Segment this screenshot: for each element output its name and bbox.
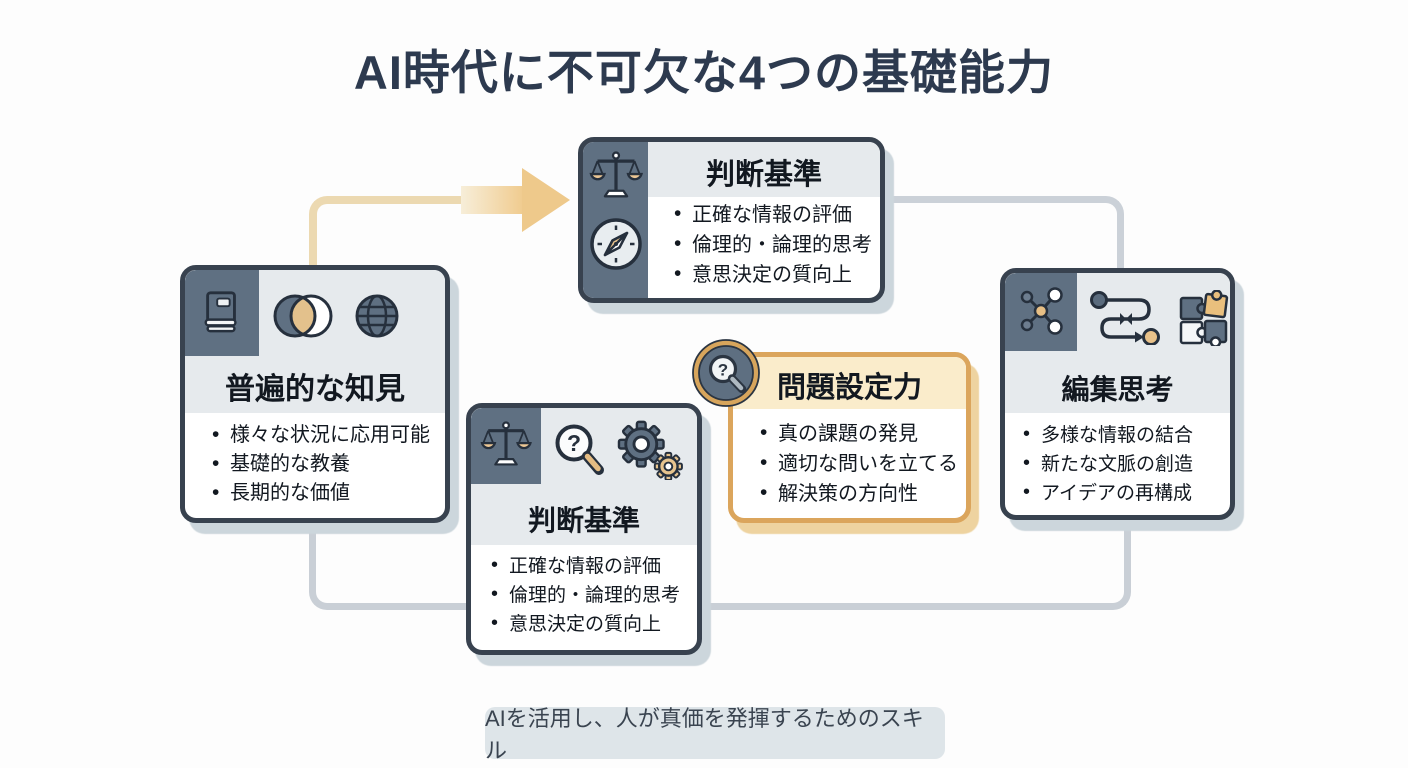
footer-note: AIを活用し、人が真価を発揮するためのスキル [485,706,945,763]
bullet-item: 多様な情報の結合 [1018,420,1193,450]
bullet-item: 正確な情報の評価 [669,199,872,230]
tan-arrow-body [461,186,524,214]
balance-scale-icon [480,420,532,473]
bullet-item: 倫理的・論理的思考 [669,229,872,260]
flow-icon [1089,290,1163,350]
magnifier-question-icon: ? [551,420,607,483]
bullet-item: 意思決定の質向上 [486,609,680,639]
card-universal-knowledge-bullets: 様々な状況に応用可能 基礎的な教養 長期的な価値 [207,420,430,508]
tan-connector-left [309,196,475,278]
card-universal-knowledge: 普遍的な知見 様々な状況に応用可能 基礎的な教養 長期的な価値 [180,265,450,523]
bullet-item: アイデアの再構成 [1018,478,1193,508]
card-judgment-mid-title: 判断基準 [527,505,640,536]
card-judgment-mid-bullets: 正確な情報の評価 倫理的・論理的思考 意思決定の質向上 [486,551,680,639]
svg-text:?: ? [718,361,728,380]
gray-connector-top-right [880,196,1124,277]
bullet-item: 意思決定の質向上 [669,259,872,290]
card-editorial-thinking: 編集思考 多様な情報の結合 新たな文脈の創造 アイデアの再構成 [1000,268,1235,520]
card-problem-setting-bullets: 真の課題の発見 適切な問いを立てる 解決策の方向性 [755,418,958,509]
card-judgment-top-bullets: 正確な情報の評価 倫理的・論理的思考 意思決定の質向上 [669,199,872,290]
card-judgment-mid-corner [471,408,541,484]
card-judgment-top-sidebar [583,142,648,298]
card-universal-knowledge-icons [271,290,403,346]
tan-arrow-head-icon [522,168,570,232]
gray-connector-bottom [309,516,1131,610]
venn-diagram-icon [271,290,335,347]
bullet-item: 正確な情報の評価 [486,551,680,581]
card-editorial-thinking-bullets: 多様な情報の結合 新たな文脈の創造 アイデアの再構成 [1018,420,1193,508]
compass-icon [589,217,643,276]
card-universal-knowledge-title: 普遍的な知見 [225,373,405,406]
network-icon [1015,284,1067,341]
footer-note-label: AIを活用し、人が真価を発揮するためのスキル [485,706,924,763]
magnifier-question-circle-icon: ? [692,339,760,407]
balance-scale-icon [588,150,643,205]
svg-text:?: ? [567,430,581,456]
card-editorial-thinking-title: 編集思考 [1061,374,1174,405]
card-judgment-top-header [648,142,880,197]
bullet-item: 解決策の方向性 [755,478,958,509]
bullet-item: 倫理的・論理的思考 [486,580,680,610]
bullet-item: 基礎的な教養 [207,449,430,479]
card-judgment-mid: ? [466,403,702,655]
card-problem-setting-header [733,357,966,409]
book-icon [199,288,245,339]
page-title: AI時代に不可欠な4つの基礎能力 [353,46,1055,99]
bullet-item: 適切な問いを立てる [755,448,958,479]
bullet-item: 様々な状況に応用可能 [207,420,430,450]
bullet-item: 長期的な価値 [207,478,430,508]
card-judgment-top: 判断基準 正確な情報の評価 倫理的・論理的思考 意思決定の質向上 [578,137,885,303]
card-editorial-thinking-icons [1089,288,1230,351]
card-problem-setting-title: 問題設定力 [776,372,922,404]
card-judgment-top-title: 判断基準 [705,159,822,191]
card-problem-setting: 問題設定力 真の課題の発見 適切な問いを立てる 解決策の方向性 [728,352,971,523]
gears-icon [615,418,683,485]
bullet-item: 新たな文脈の創造 [1018,449,1193,479]
card-universal-knowledge-corner [185,270,259,356]
globe-icon [351,290,403,347]
puzzle-icon [1175,288,1230,351]
card-judgment-mid-icons: ? [551,420,683,482]
card-editorial-thinking-corner [1005,273,1077,351]
bullet-item: 真の課題の発見 [755,418,958,449]
